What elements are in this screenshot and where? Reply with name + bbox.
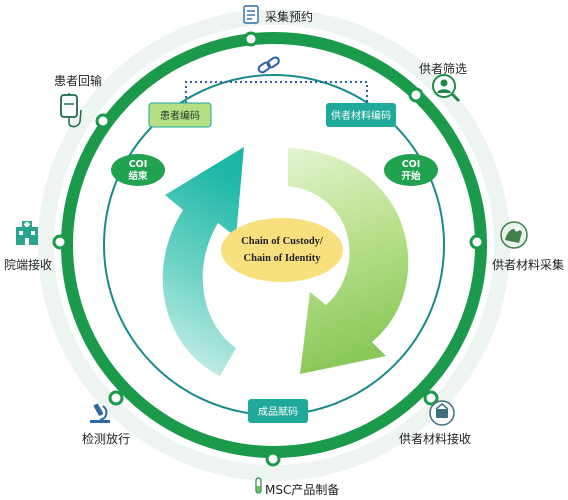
node-bottom-left xyxy=(108,390,124,406)
link-icon xyxy=(257,56,280,74)
product-code-box xyxy=(248,399,308,423)
station-label-hospital-receipt: 院端接收 xyxy=(4,258,53,272)
test-tube-icon xyxy=(255,477,262,494)
teal-cycle-arrow xyxy=(162,147,244,376)
coi-start-line1: COI xyxy=(402,159,421,170)
center-ellipse xyxy=(221,218,343,282)
donor-code-box xyxy=(326,103,396,127)
donor-code-label: 供者材料编码 xyxy=(331,109,391,122)
station-label-donor-collection: 供者材料采集 xyxy=(492,258,565,272)
center-text-line2: Chain of Identity xyxy=(243,253,321,264)
collection-hand-icon xyxy=(500,221,528,249)
coi-end-line2: 结束 xyxy=(127,170,148,182)
clipboard-icon xyxy=(243,5,259,24)
dotted-link xyxy=(185,81,368,103)
node-top xyxy=(243,31,259,47)
station-label-msc-production: MSC产品制备 xyxy=(265,483,340,497)
station-label-donor-screening: 供者筛选 xyxy=(419,62,468,76)
material-receipt-icon xyxy=(429,400,455,426)
station-label-patient-infusion: 患者回输 xyxy=(54,74,103,88)
station-label-material-receipt: 供者材料接收 xyxy=(399,432,472,446)
coi-end-pill xyxy=(111,154,165,186)
center-text-line1: Chain of Custody/ xyxy=(241,236,324,247)
station-label-qc-release: 检测放行 xyxy=(82,432,131,446)
coi-start-pill xyxy=(384,154,438,186)
patient-code-label: 患者编码 xyxy=(160,109,200,122)
node-bottom xyxy=(265,451,281,467)
node-right xyxy=(469,234,485,250)
microscope-icon xyxy=(90,403,110,423)
node-bottom-right xyxy=(423,390,439,406)
hospital-icon xyxy=(16,221,38,245)
iv-bag-icon xyxy=(60,93,82,128)
patient-code-box xyxy=(148,102,212,128)
coi-start-line2: 开始 xyxy=(401,170,421,182)
node-top-right xyxy=(408,87,424,103)
product-code-label: 成品赋码 xyxy=(258,406,298,418)
node-left xyxy=(52,234,68,250)
coi-end-line1: COI xyxy=(129,159,148,170)
green-cycle-arrow xyxy=(288,148,409,374)
node-top-left xyxy=(95,113,111,129)
station-label-appointment: 采集预约 xyxy=(265,10,314,24)
donor-search-icon xyxy=(432,74,461,103)
